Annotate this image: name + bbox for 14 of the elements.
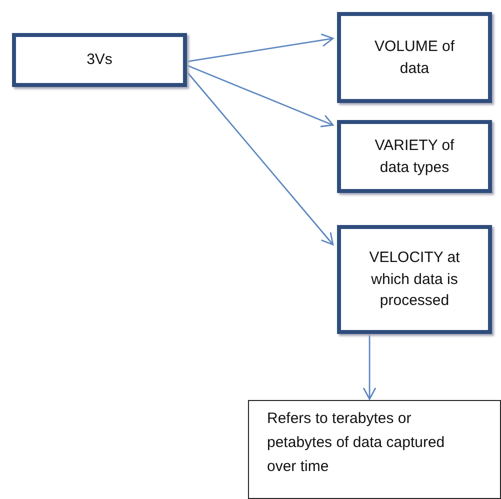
note-text: Refers to terabytes or petabytes of data captured over time [267, 409, 446, 477]
process-box [337, 225, 492, 334]
arrow [186, 34, 334, 62]
box-label: VELOCITY at which data is processed [368, 248, 461, 312]
box-label: VOLUME of data [373, 36, 456, 78]
arrow [186, 64, 334, 128]
process-box [337, 12, 492, 103]
process-box [12, 33, 187, 87]
process-box [337, 120, 492, 193]
arrow [186, 71, 334, 246]
box-label: 3Vs [86, 50, 112, 70]
box-label: VARIETY of data types [374, 136, 456, 178]
arrow [362, 334, 376, 400]
note-box [248, 400, 501, 499]
